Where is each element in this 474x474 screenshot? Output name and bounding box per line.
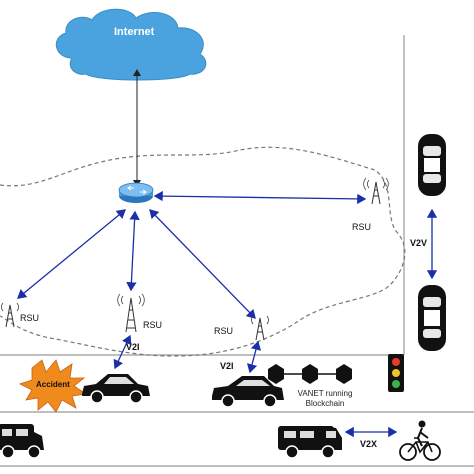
rsu-tower-icon [117,293,145,333]
cloud-icon [55,8,207,81]
accident-label: Accident [36,380,70,389]
link-router-rsu-left [16,209,127,299]
van-icon [0,424,44,459]
v2x-label: V2X [360,439,378,449]
v2i-label-center: V2I [220,361,234,371]
link-router-rsu-center [126,210,140,292]
blockchain-block-icon [268,364,352,384]
car-icon [82,374,150,404]
car-icon [212,376,284,408]
rsu-tower-icon [363,177,389,205]
vanet-caption-line1: VANET running [297,389,353,398]
car-icon [418,285,446,351]
rsu-label-center: RSU [143,320,163,330]
vanet-caption-line2: Blockchain [305,399,345,408]
bicycle-icon [399,420,441,461]
rsu-label-bottom: RSU [214,326,234,336]
v2i-label-left: V2I [126,342,140,352]
vanet-coverage-area [0,146,406,357]
router-icon [118,182,154,203]
rsu-label-left: RSU [20,313,40,323]
link-router-rsu-bottom [149,209,256,319]
rsu-tower-icon [251,315,269,341]
link-router-rsu-right [153,190,367,205]
link-v2i-center [246,340,262,374]
car-icon [418,134,446,196]
v2v-label: V2V [410,238,428,248]
accident-burst-icon [18,359,88,413]
van-icon [278,426,342,459]
internet-label: Internet [114,26,155,38]
traffic-light-icon [388,354,404,392]
rsu-label-top-right: RSU [352,222,372,232]
vanet-caption: VANET running Blockchain [282,389,368,409]
rsu-tower-icon [1,302,19,328]
link-v2i-left [113,334,132,370]
